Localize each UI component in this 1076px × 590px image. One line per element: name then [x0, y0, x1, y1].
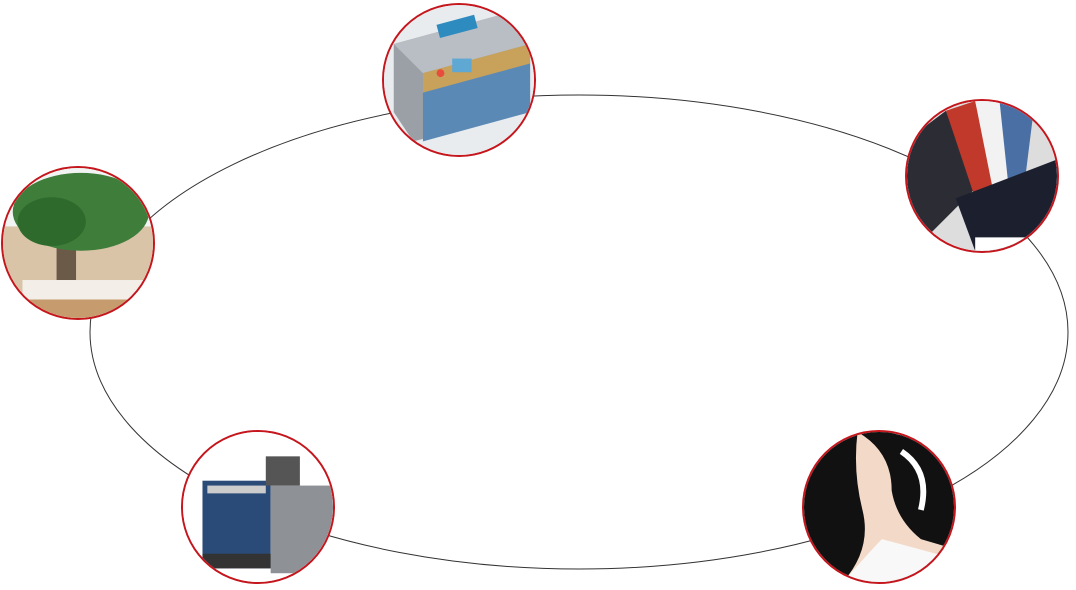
headset-service-agent-photo — [802, 430, 956, 584]
office-tree-interior-photo — [1, 166, 155, 320]
digital-printing-press-photo — [181, 430, 335, 584]
printed-brochures-photo — [905, 99, 1059, 253]
binding-machine-photo — [382, 3, 536, 157]
